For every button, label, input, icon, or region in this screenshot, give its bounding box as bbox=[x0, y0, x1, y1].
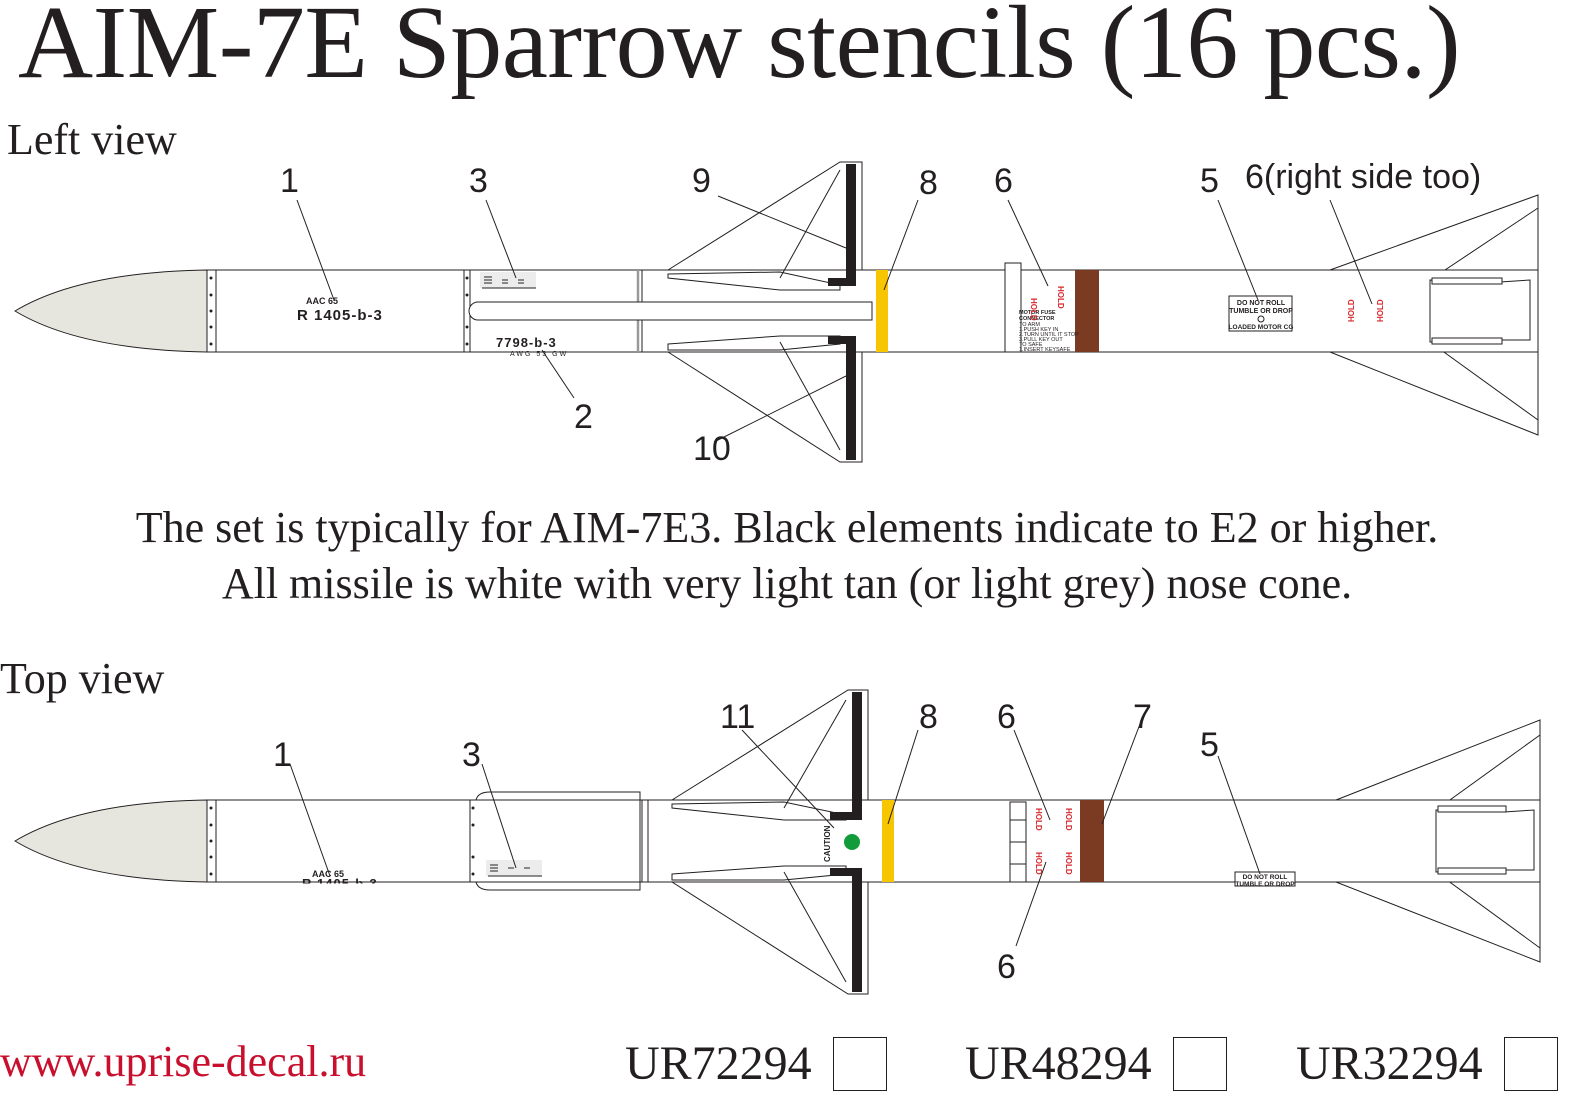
svg-text:TO SAFE: TO SAFE bbox=[1019, 342, 1043, 348]
motor-fuse-stencil: MOTOR FUSE CONNECTOR TO ARM 1.PUSH KEY I… bbox=[1019, 310, 1079, 353]
callout-5: 5 bbox=[1200, 162, 1219, 200]
checkbox-1-32[interactable] bbox=[1504, 1037, 1558, 1091]
svg-text:DO NOT ROLL: DO NOT ROLL bbox=[1237, 300, 1286, 307]
tail-fin-upper bbox=[1329, 194, 1539, 271]
brown-band bbox=[1075, 270, 1099, 352]
wing-lower bbox=[666, 351, 863, 463]
svg-text:TUMBLE OR DROP: TUMBLE OR DROP bbox=[1229, 308, 1293, 315]
callout-8-top: 8 bbox=[919, 698, 938, 736]
yellow-band bbox=[876, 270, 888, 352]
do-not-roll-stencil: DO NOT ROLL TUMBLE OR DROP LOADED MOTOR … bbox=[1228, 295, 1294, 332]
svg-text:1.PUSH KEY IN: 1.PUSH KEY IN bbox=[1019, 327, 1058, 333]
hold-stencils-red: HOLD HOLD HOLD HOLD bbox=[1029, 286, 1385, 322]
svg-text:SAFE: SAFE bbox=[1056, 347, 1071, 353]
svg-text:HOLD: HOLD bbox=[1064, 808, 1073, 831]
wing-upper bbox=[666, 161, 863, 271]
svg-text:CONNECTOR: CONNECTOR bbox=[1019, 316, 1054, 322]
callout-3-top: 3 bbox=[462, 736, 481, 774]
stencil-rnum: R 1405-b-3 bbox=[297, 307, 383, 324]
svg-text:HOLD: HOLD bbox=[1034, 808, 1043, 831]
missile-body bbox=[206, 269, 1539, 353]
callout-6-top: 6 bbox=[997, 698, 1016, 736]
svg-text:LOADED MOTOR CG: LOADED MOTOR CG bbox=[1229, 324, 1294, 331]
product-code-1-72: UR72294 bbox=[625, 1037, 812, 1090]
checkbox-1-48[interactable] bbox=[1173, 1037, 1227, 1091]
nose-cone bbox=[14, 269, 208, 353]
top-view-label: Top view bbox=[0, 654, 165, 703]
callout-5-top: 5 bbox=[1200, 726, 1219, 764]
stencil-caution: CAUTION bbox=[823, 825, 832, 862]
checkbox-1-72[interactable] bbox=[833, 1037, 887, 1091]
nose-cone-top bbox=[14, 799, 208, 883]
callout-7-top: 7 bbox=[1133, 698, 1152, 736]
note-line-1: The set is typically for AIM-7E3. Black … bbox=[135, 503, 1439, 552]
black-wing-elements bbox=[828, 164, 856, 460]
svg-text:2.TURN UNTIL IT STOP: 2.TURN UNTIL IT STOP bbox=[1019, 332, 1079, 338]
svg-text:DO NOT ROLL: DO NOT ROLL bbox=[1243, 874, 1288, 881]
green-dot bbox=[844, 834, 860, 850]
callout-6-bottom: 6 bbox=[997, 948, 1016, 986]
missile-body-top bbox=[206, 799, 1541, 883]
left-view-label: Left view bbox=[7, 115, 177, 164]
top-view-drawing: CAUTION AAC 65 R 1405-b-3 HOLD HOLD HOLD… bbox=[14, 689, 1541, 995]
callout-1: 1 bbox=[280, 162, 299, 200]
left-view-drawing: AAC 65 R 1405-b-3 7798-b-3 AWG 53 GW MOT… bbox=[14, 158, 1539, 468]
svg-text:TO ARM: TO ARM bbox=[1019, 322, 1040, 328]
svg-text:MOTOR FUSE: MOTOR FUSE bbox=[1019, 310, 1056, 316]
instruction-note: The set is typically for AIM-7E3. Black … bbox=[0, 500, 1574, 612]
callout-3: 3 bbox=[469, 162, 488, 200]
svg-text:TUMBLE OR DROP: TUMBLE OR DROP bbox=[1235, 881, 1295, 888]
stencil-aac-top: AAC 65 bbox=[312, 869, 344, 879]
tail-fin-lower bbox=[1329, 351, 1539, 436]
note-line-2: All missile is white with very light tan… bbox=[221, 559, 1353, 608]
callout-6-right: 6(right side too) bbox=[1245, 158, 1481, 196]
callout-2: 2 bbox=[574, 398, 593, 436]
svg-text:1.INSERT KEY: 1.INSERT KEY bbox=[1019, 347, 1056, 353]
website-link[interactable]: www.uprise-decal.ru bbox=[0, 1037, 367, 1086]
product-code-1-32: UR32294 bbox=[1296, 1037, 1483, 1090]
svg-text:HOLD: HOLD bbox=[1347, 299, 1356, 322]
stencil-serial: 7798-b-3 bbox=[496, 335, 557, 350]
callout-1-top: 1 bbox=[273, 736, 292, 774]
stencil-aac: AAC 65 bbox=[306, 296, 338, 306]
callout-11-top: 11 bbox=[720, 698, 755, 736]
svg-text:3.PULL KEY OUT: 3.PULL KEY OUT bbox=[1019, 337, 1063, 343]
callout-9: 9 bbox=[692, 162, 711, 200]
svg-text:HOLD: HOLD bbox=[1029, 298, 1038, 321]
svg-text:HOLD: HOLD bbox=[1056, 286, 1065, 309]
stencil-awg: AWG 53 GW bbox=[510, 351, 568, 358]
callout-8: 8 bbox=[919, 164, 938, 202]
stencil-rnum-top: R 1405-b-3 bbox=[302, 876, 378, 891]
svg-text:HOLD: HOLD bbox=[1034, 852, 1043, 875]
do-not-roll-top: DO NOT ROLL TUMBLE OR DROP bbox=[1234, 871, 1296, 888]
product-code-1-48: UR48294 bbox=[965, 1037, 1152, 1090]
svg-text:HOLD: HOLD bbox=[1064, 852, 1073, 875]
svg-text:HOLD: HOLD bbox=[1376, 299, 1385, 322]
callout-10: 10 bbox=[693, 430, 731, 468]
callout-6: 6 bbox=[994, 162, 1013, 200]
page-title: AIM-7E Sparrow stencils (16 pcs.) bbox=[18, 0, 1461, 100]
